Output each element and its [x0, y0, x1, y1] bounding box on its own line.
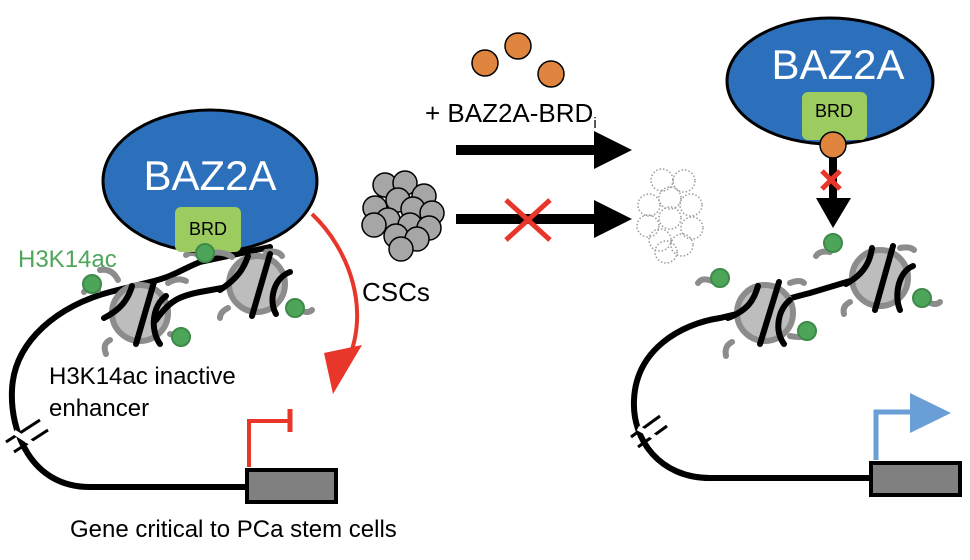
right-panel: BAZ2A BRD [630, 16, 962, 497]
gene-caption: Gene critical to PCa stem cells [70, 516, 397, 543]
blocked-binding-arrowhead [816, 198, 851, 228]
nucleosome-left-1 [81, 266, 191, 357]
baz2a-label-right: BAZ2A [771, 41, 904, 88]
active-promoter-arrow [873, 409, 918, 460]
block-cross-icon [504, 198, 552, 242]
brd-domain-right [802, 92, 867, 140]
active-promoter-arrowhead [910, 393, 951, 433]
nucleosome-left-2 [183, 248, 315, 321]
dissolved-cell-cluster [636, 168, 704, 264]
dna-break-mark-left [5, 418, 49, 454]
acetyl-mark [171, 327, 191, 347]
repressed-promoter [247, 419, 290, 467]
enhancer-label-line1: H3K14ac inactive [49, 363, 236, 390]
dna-loop-left [8, 244, 273, 490]
inhibitor-molecule [537, 60, 565, 88]
inhibitor-molecule [471, 49, 499, 77]
acetyl-mark [82, 274, 102, 294]
left-panel: BAZ2A BRD H3K14ac H3K14ac inactive enhan… [5, 108, 397, 543]
h3k14ac-label: H3K14ac [18, 246, 117, 273]
baz2a-label-left: BAZ2A [143, 152, 276, 199]
binding-block-cross-icon [820, 169, 842, 191]
brd-domain-left [175, 207, 241, 252]
acetyl-mark-bound [195, 243, 215, 263]
brd-label-left: BRD [189, 219, 227, 239]
dna-break-mark-right [630, 414, 668, 449]
inhibitor-molecule [504, 32, 532, 60]
nucleosome-right-2 [813, 233, 943, 317]
gene-box-left [245, 468, 338, 504]
treatment-label: + BAZ2A-BRDi [425, 98, 597, 132]
brd-label-right: BRD [815, 101, 853, 121]
inhibitor-bound [819, 131, 847, 159]
repression-arrow [310, 212, 360, 361]
gene-box-right [869, 461, 962, 497]
csc-label: CSCs [362, 277, 430, 307]
middle-panel: + BAZ2A-BRDi CSCs [361, 32, 704, 307]
enhancer-label-line2: enhancer [49, 395, 149, 422]
acetyl-mark [823, 233, 843, 253]
acetyl-mark [710, 268, 730, 288]
acetyl-mark [285, 298, 305, 318]
repression-arrowhead [324, 345, 362, 394]
treatment-arrow [456, 131, 632, 169]
acetyl-mark [912, 288, 932, 308]
csc-cluster [361, 170, 445, 262]
nucleosome-right-1 [695, 268, 817, 359]
acetyl-mark [797, 321, 817, 341]
